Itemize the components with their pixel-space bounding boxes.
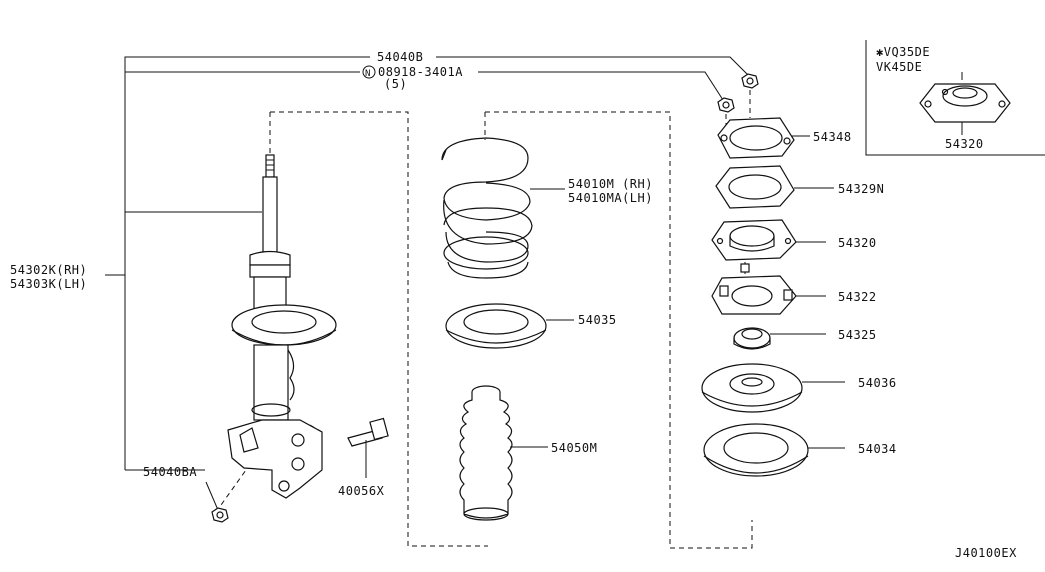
spring-seat-54035 (445, 303, 574, 349)
inset-engine-label-2: VK45DE (876, 60, 922, 74)
seat-54034 (703, 423, 845, 477)
label-qty-5: (5) (384, 77, 407, 91)
label-54303K: 54303K(LH) (10, 277, 87, 291)
label-08918-3401A: 08918-3401A (378, 65, 463, 79)
label-54010MA: 54010MA(LH) (568, 191, 653, 205)
bolt-40056X (347, 417, 389, 478)
engine-variant-inset: ✱VQ35DE VK45DE 54320 (865, 40, 1045, 156)
shock-absorber-strut (215, 111, 488, 547)
nut-08918-3401A (717, 97, 735, 113)
nut-54040BA (211, 507, 229, 523)
label-54322: 54322 (838, 290, 877, 304)
label-54010M: 54010M (RH) (568, 177, 653, 191)
inset-part-label: 54320 (945, 137, 984, 151)
mount-54322 (711, 262, 826, 315)
bearing-54325 (733, 327, 826, 350)
top-callout-lines (105, 56, 749, 511)
insulator-54329N (715, 165, 834, 209)
diagram-code: J40100EX (955, 546, 1017, 560)
nut-54040B (741, 73, 759, 89)
label-54320: 54320 (838, 236, 877, 250)
label-54348: 54348 (813, 130, 852, 144)
inset-mount-insulator (919, 72, 1011, 123)
label-54325: 54325 (838, 328, 877, 342)
inset-engine-label-1: ✱VQ35DE (876, 45, 930, 59)
label-54036: 54036 (858, 376, 897, 390)
label-54050M: 54050M (551, 441, 597, 455)
mount-54320 (711, 219, 826, 261)
label-08918-group: N 08918-3401A (5) (362, 65, 463, 91)
coil-spring-54010M (441, 111, 753, 549)
label-54035: 54035 (578, 313, 617, 327)
label-54302K: 54302K(RH) (10, 263, 87, 277)
plate-54348 (717, 117, 810, 159)
dust-boot-54050M (459, 385, 548, 521)
label-54040BA: 54040BA (143, 465, 197, 479)
label-54040B: 54040B (377, 50, 423, 64)
label-40056X: 40056X (338, 484, 385, 498)
n-symbol: N (365, 69, 371, 79)
label-54034: 54034 (858, 442, 897, 456)
seat-54036 (701, 363, 845, 413)
label-54329N: 54329N (838, 182, 884, 196)
